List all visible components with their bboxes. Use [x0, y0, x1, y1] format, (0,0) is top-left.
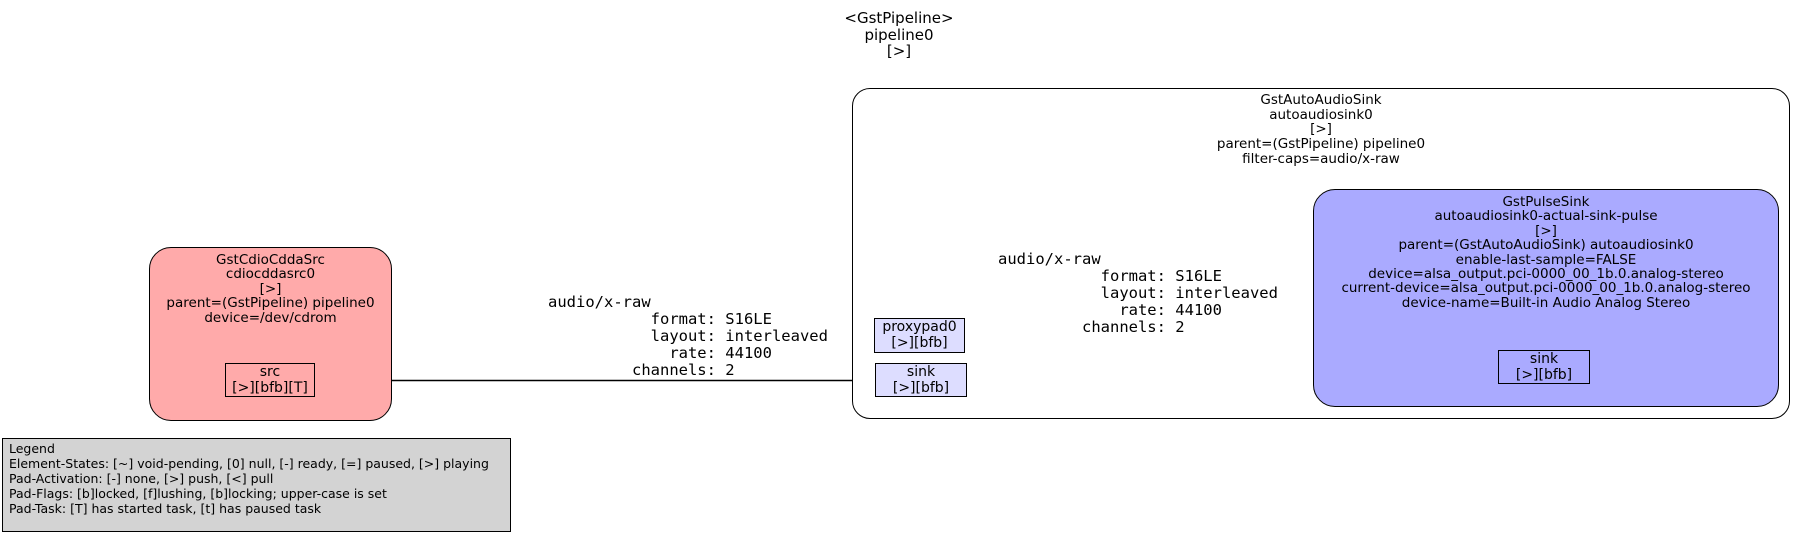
legend: Legend Element-States: [~] void-pending,…: [2, 438, 511, 532]
bin-type: GstAutoAudioSink: [1260, 92, 1382, 108]
element-device-property: device=alsa_output.pci-0000_00_1b.0.anal…: [1368, 266, 1724, 283]
pad-flags-label: [>][bfb]: [891, 335, 948, 351]
legend-element-states: Element-States: [~] void-pending, [0] nu…: [9, 456, 489, 471]
pad-ghost-sink: sink [>][bfb]: [875, 363, 967, 397]
bin-state: [>]: [1310, 121, 1332, 138]
pipeline-type: <GstPipeline>: [844, 9, 954, 27]
element-state: [>]: [1535, 222, 1557, 239]
pad-flags-label: [>][bfb][T]: [232, 380, 308, 396]
element-name: autoaudiosink0-actual-sink-pulse: [1434, 208, 1658, 225]
element-current-device-property: current-device=alsa_output.pci-0000_00_1…: [1341, 280, 1751, 297]
element-enable-last-sample-property: enable-last-sample=FALSE: [1455, 251, 1637, 268]
element-state: [>]: [259, 280, 282, 297]
pipeline-state: [>]: [886, 42, 912, 60]
element-parent-property: parent=(GstAutoAudioSink) autoaudiosink0: [1398, 237, 1694, 254]
bin-autoaudiosink-header: GstAutoAudioSink autoaudiosink0 [>] pare…: [852, 93, 1790, 167]
legend-title: Legend: [9, 441, 55, 456]
element-cdiocddasrc0-header: GstCdioCddaSrc cdiocddasrc0 [>] parent=(…: [150, 248, 391, 325]
pipeline-name: pipeline0: [864, 25, 934, 44]
legend-pad-flags: Pad-Flags: [b]locked, [f]lushing, [b]loc…: [9, 486, 387, 501]
pad-name-label: sink: [1529, 351, 1559, 367]
element-device-name-property: device-name=Built-in Audio Analog Stereo: [1401, 294, 1691, 311]
element-device-property: device=/dev/cdrom: [204, 309, 337, 326]
pad-proxypad0: proxypad0 [>][bfb]: [874, 318, 965, 353]
element-type: GstPulseSink: [1502, 194, 1590, 210]
bin-name: autoaudiosink0: [1269, 106, 1373, 123]
pad-name-label: src: [259, 364, 281, 380]
pad-name-label: sink: [906, 364, 936, 380]
element-parent-property: parent=(GstPipeline) pipeline0: [166, 295, 375, 312]
bin-parent-property: parent=(GstPipeline) pipeline0: [1216, 136, 1426, 153]
caps-label-proxypad-edge: audio/x-raw format: S16LE layout: interl…: [998, 250, 1278, 336]
pad-src: src [>][bfb][T]: [225, 363, 315, 397]
pad-pulsesink-sink: sink [>][bfb]: [1498, 350, 1590, 384]
pad-name-label: proxypad0: [882, 319, 957, 335]
element-name: cdiocddasrc0: [225, 266, 316, 283]
element-type: GstCdioCddaSrc: [216, 252, 325, 268]
legend-pad-task: Pad-Task: [T] has started task, [t] has …: [9, 501, 322, 516]
legend-pad-activation: Pad-Activation: [-] none, [>] push, [<] …: [9, 471, 274, 486]
pad-flags-label: [>][bfb]: [892, 380, 950, 396]
pad-flags-label: [>][bfb]: [1515, 367, 1573, 383]
bin-filter-caps-property: filter-caps=audio/x-raw: [1242, 150, 1400, 167]
caps-label-src-edge: audio/x-raw format: S16LE layout: interl…: [548, 293, 828, 379]
pipeline-cluster-label: <GstPipeline> pipeline0 [>]: [799, 10, 999, 60]
element-pulsesink-header: GstPulseSink autoaudiosink0-actual-sink-…: [1314, 190, 1778, 311]
